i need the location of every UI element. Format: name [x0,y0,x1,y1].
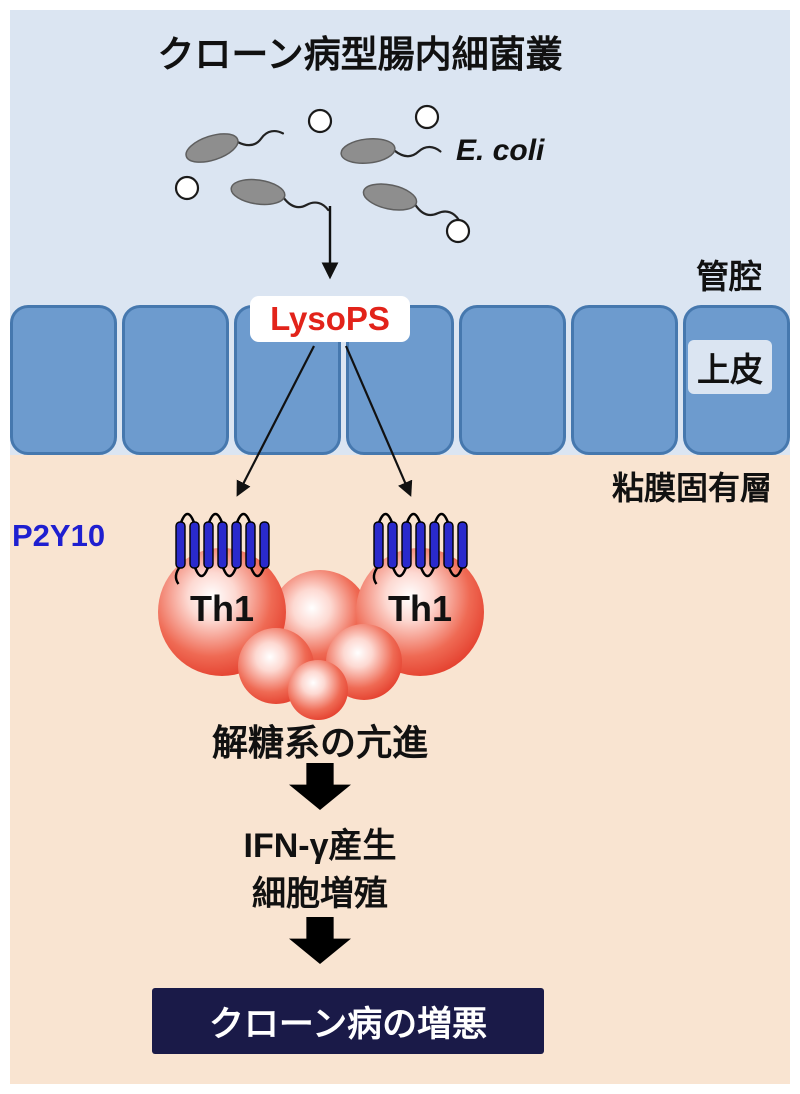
epithelium-label: 上皮 [688,340,772,394]
lumen-label: 管腔 [696,258,762,295]
p2y10-label: P2Y10 [12,518,106,553]
epithelial-cell [458,305,566,455]
immune-cell-body [288,660,348,720]
ifn-production-text: IFN-γ産生 [243,827,397,865]
th1-label-right: Th1 [387,588,452,629]
lysops-label: LysoPS [270,300,390,337]
lamina-propria-label: 粘膜固有層 [611,470,772,506]
diagram-panel [10,10,790,1084]
diagram-title: クローン病型腸内細菌叢 [157,34,563,75]
epithelial-cell [10,305,118,455]
glycolysis-text: 解糖系の亢進 [211,722,428,763]
outcome-label: クローン病の増悪 [208,1004,488,1044]
th1-label-left: Th1 [189,588,254,629]
ecoli-label: E. coli [456,134,545,167]
cell-proliferation-text: 細胞増殖 [252,875,388,913]
outcome-box: クローン病の増悪 [152,988,544,1054]
lysops-badge: LysoPS [250,296,410,342]
epithelial-cell [122,305,230,455]
epithelial-cell [570,305,678,455]
